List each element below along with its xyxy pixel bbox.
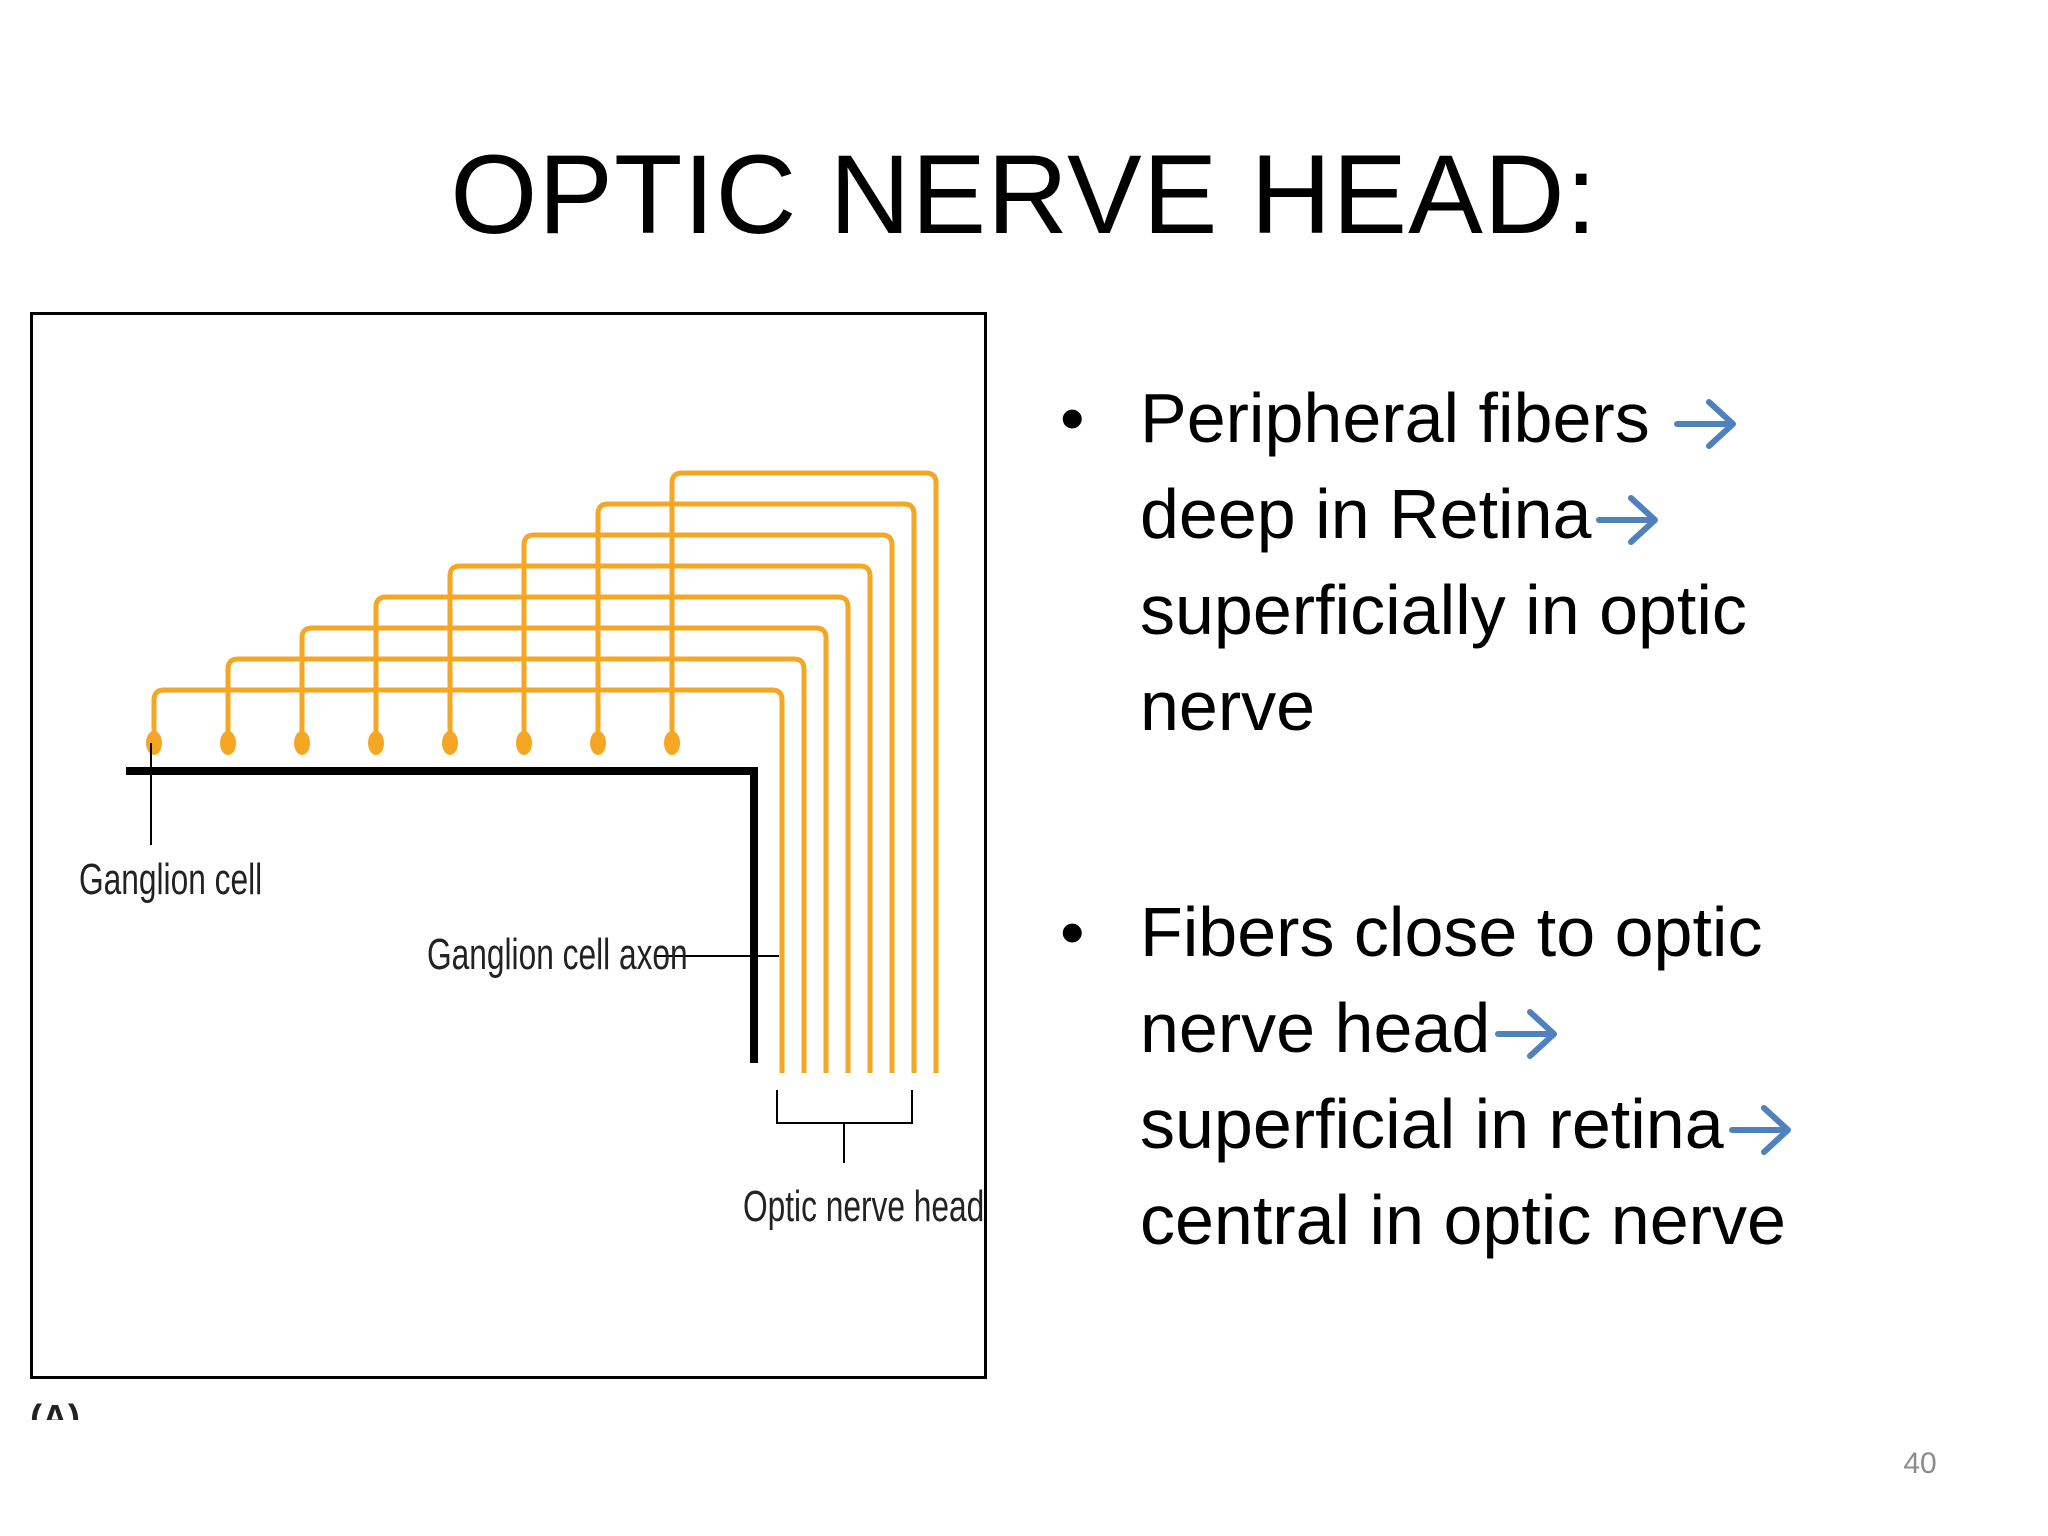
right-arrow-icon [1728,1104,1791,1155]
bullet-item: • Fibers close to optic nerve head super… [1050,884,1980,1268]
bullet-line-text: Fibers close to optic [1140,893,1763,971]
retina-boundary-line [126,767,758,1063]
ganglion-cell [664,731,680,755]
nerve-fiber [299,625,829,1073]
slide-title: OPTIC NERVE HEAD: [450,132,1598,257]
bullet-line-text: central in optic nerve [1140,1181,1786,1259]
bullet-line-text: Peripheral fibers [1140,379,1670,457]
fiber-diagram-svg [126,470,939,1163]
page-number: 40 [1903,1447,1937,1480]
bullet-line: nerve head [1140,980,1980,1076]
bullet-line: nerve [1140,658,1980,754]
nerve-fiber [669,470,939,1073]
panel-tag: (A) [30,1398,80,1420]
optic-nerve-head-label: Optic nerve head [743,1182,985,1231]
bullet-line: Peripheral fibers [1140,370,1980,466]
nerve-fiber [373,594,851,1073]
ganglion-cell-label: Ganglion cell [79,855,263,904]
bullet-line: deep in Retina [1140,466,1980,562]
bullet-line: superficially in optic [1140,562,1980,658]
bullet-line-text: nerve head [1140,989,1491,1067]
bullet-item: • Peripheral fibers deep in Retina super… [1050,370,1980,754]
nerve-fiber [595,501,917,1073]
bullet-line-text: nerve [1140,667,1316,745]
right-arrow-icon [1596,494,1659,545]
ganglion-cell [146,731,162,755]
bullet-line-text: superficially in optic [1140,571,1747,649]
bullet-line: Fibers close to optic [1140,884,1980,980]
nerve-fiber [225,656,807,1073]
bullet-line-text: superficial in retina [1140,1085,1724,1163]
bullet-dot: • [1060,893,1085,971]
optic-nerve-diagram: Ganglion cell Ganglion cell axon Optic n… [30,312,987,1379]
ganglion-cell [294,731,310,755]
ganglion-cell [220,731,236,755]
optic-nerve-head-bracket [776,1090,913,1163]
ganglion-cell [368,731,384,755]
bullet-line: superficial in retina [1140,1076,1980,1172]
ganglion-cell [516,731,532,755]
ganglion-cell [590,731,606,755]
ganglion-cell-axon-label: Ganglion cell axon [427,930,688,979]
right-arrow-icon [1674,398,1737,449]
bullet-line: central in optic nerve [1140,1172,1980,1268]
nerve-fiber [151,687,785,1073]
bullet-line-text: deep in Retina [1140,475,1592,553]
bullet-list: • Peripheral fibers deep in Retina super… [1050,370,1980,1268]
ganglion-cell [442,731,458,755]
bullet-dot: • [1060,379,1085,457]
right-arrow-icon [1495,1008,1558,1059]
nerve-fiber [521,532,895,1073]
nerve-fiber [447,563,873,1073]
